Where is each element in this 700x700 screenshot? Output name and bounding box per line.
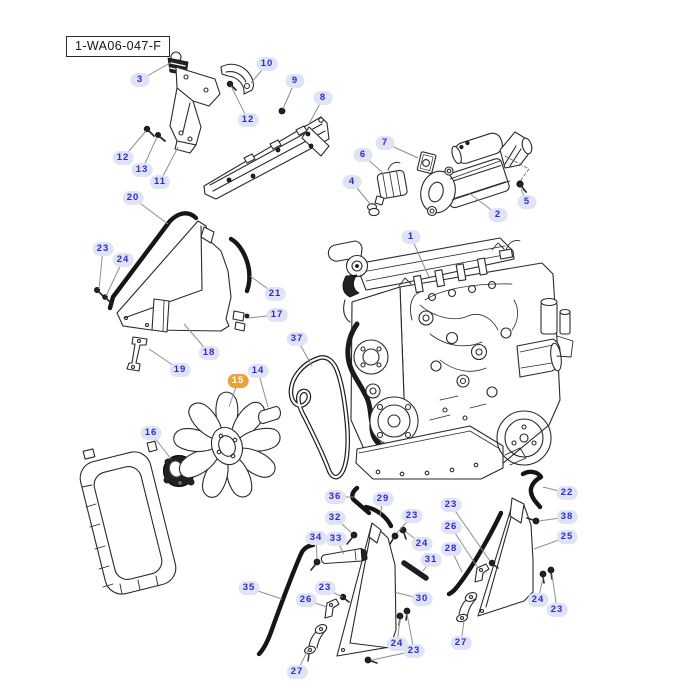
callout-27[interactable]: 27 <box>450 636 472 650</box>
reference-label: 1-WA06-047-F <box>66 36 171 57</box>
part-11-bracket[interactable] <box>169 66 221 154</box>
callout-4[interactable]: 4 <box>342 175 362 189</box>
part-8-heat-shield[interactable] <box>203 116 330 200</box>
callout-38[interactable]: 38 <box>556 510 578 524</box>
part-17-clip[interactable] <box>232 310 250 332</box>
callout-23[interactable]: 23 <box>403 644 425 658</box>
part-4-washer[interactable] <box>366 203 380 217</box>
part-31-rod[interactable] <box>401 560 429 581</box>
callout-20[interactable]: 20 <box>122 191 144 205</box>
callout-36[interactable]: 36 <box>324 490 346 504</box>
fastener-bolts-top[interactable] <box>143 80 286 142</box>
part-22-hook[interactable] <box>520 469 544 510</box>
callout-29[interactable]: 29 <box>372 492 394 506</box>
callout-2[interactable]: 2 <box>488 208 508 222</box>
part-7-plate[interactable] <box>416 151 437 174</box>
part-20-trim-strip[interactable] <box>107 211 199 311</box>
callout-5[interactable]: 5 <box>517 195 537 209</box>
callout-1[interactable]: 1 <box>401 230 421 244</box>
part-36-strip[interactable] <box>350 485 372 516</box>
callout-24[interactable]: 24 <box>386 637 408 651</box>
part-18-panel[interactable] <box>116 220 232 333</box>
callout-26[interactable]: 26 <box>295 593 317 607</box>
part-32-bolt[interactable] <box>346 531 358 545</box>
part-26-bracket-left[interactable] <box>324 593 350 619</box>
part-14-bushing[interactable] <box>257 405 282 425</box>
fastener-bolts-right[interactable] <box>539 566 555 584</box>
callout-23[interactable]: 23 <box>314 581 336 595</box>
callout-8[interactable]: 8 <box>313 91 333 105</box>
callout-12[interactable]: 12 <box>237 113 259 127</box>
callout-7[interactable]: 7 <box>375 136 395 150</box>
leader-line <box>450 504 491 562</box>
part-2-starter[interactable] <box>416 131 533 217</box>
callout-26[interactable]: 26 <box>440 520 462 534</box>
callout-33[interactable]: 33 <box>325 532 347 546</box>
callout-3[interactable]: 3 <box>130 73 150 87</box>
callout-32[interactable]: 32 <box>324 511 346 525</box>
callout-30[interactable]: 30 <box>411 592 433 606</box>
callout-9[interactable]: 9 <box>285 74 305 88</box>
part-37-belt[interactable] <box>288 355 351 480</box>
callout-23[interactable]: 23 <box>546 603 568 617</box>
part-30-panel[interactable] <box>336 522 397 657</box>
part-15-fan[interactable] <box>171 391 283 501</box>
callout-25[interactable]: 25 <box>556 530 578 544</box>
part-27-bracket-right[interactable] <box>456 591 478 623</box>
callout-22[interactable]: 22 <box>556 486 578 500</box>
part-34-bolt[interactable] <box>310 558 321 571</box>
callout-6[interactable]: 6 <box>353 148 373 162</box>
callout-18[interactable]: 18 <box>198 346 220 360</box>
callout-19[interactable]: 19 <box>169 363 191 377</box>
part-10-bracket-arm[interactable] <box>220 63 254 95</box>
callout-17[interactable]: 17 <box>266 308 288 322</box>
part-5-bolt[interactable] <box>504 155 530 193</box>
callout-37[interactable]: 37 <box>286 332 308 346</box>
callout-24[interactable]: 24 <box>411 537 433 551</box>
callout-24[interactable]: 24 <box>112 253 134 267</box>
callout-21[interactable]: 21 <box>264 287 286 301</box>
callout-28[interactable]: 28 <box>440 542 462 556</box>
callout-34[interactable]: 34 <box>305 531 327 545</box>
callout-23[interactable]: 23 <box>440 498 462 512</box>
part-6-relay[interactable] <box>374 161 408 206</box>
part-35-strip[interactable] <box>256 542 316 657</box>
part-25-panel[interactable] <box>477 497 534 617</box>
callout-23[interactable]: 23 <box>92 242 114 256</box>
part-1-engine[interactable] <box>327 237 574 480</box>
fan-shroud[interactable] <box>77 440 180 598</box>
part-21-trim-strip[interactable] <box>228 236 252 294</box>
part-29-strip[interactable] <box>363 504 394 529</box>
callout-27[interactable]: 27 <box>286 665 308 679</box>
part-27-bracket-left[interactable] <box>304 623 328 662</box>
callout-35[interactable]: 35 <box>238 581 260 595</box>
callout-23[interactable]: 23 <box>401 509 423 523</box>
part-19-bracket[interactable] <box>126 336 148 372</box>
callout-12[interactable]: 12 <box>112 151 134 165</box>
part-33-rod[interactable] <box>320 547 368 565</box>
callout-14[interactable]: 14 <box>247 364 269 378</box>
part-28-strip[interactable] <box>446 510 504 597</box>
callout-16[interactable]: 16 <box>140 426 162 440</box>
callout-24[interactable]: 24 <box>527 593 549 607</box>
callout-11[interactable]: 11 <box>149 175 171 189</box>
callout-13[interactable]: 13 <box>131 163 153 177</box>
callout-10[interactable]: 10 <box>256 57 278 71</box>
callout-31[interactable]: 31 <box>420 553 442 567</box>
part-26-bracket-right[interactable] <box>474 559 499 583</box>
callout-15[interactable]: 15 <box>227 374 249 388</box>
